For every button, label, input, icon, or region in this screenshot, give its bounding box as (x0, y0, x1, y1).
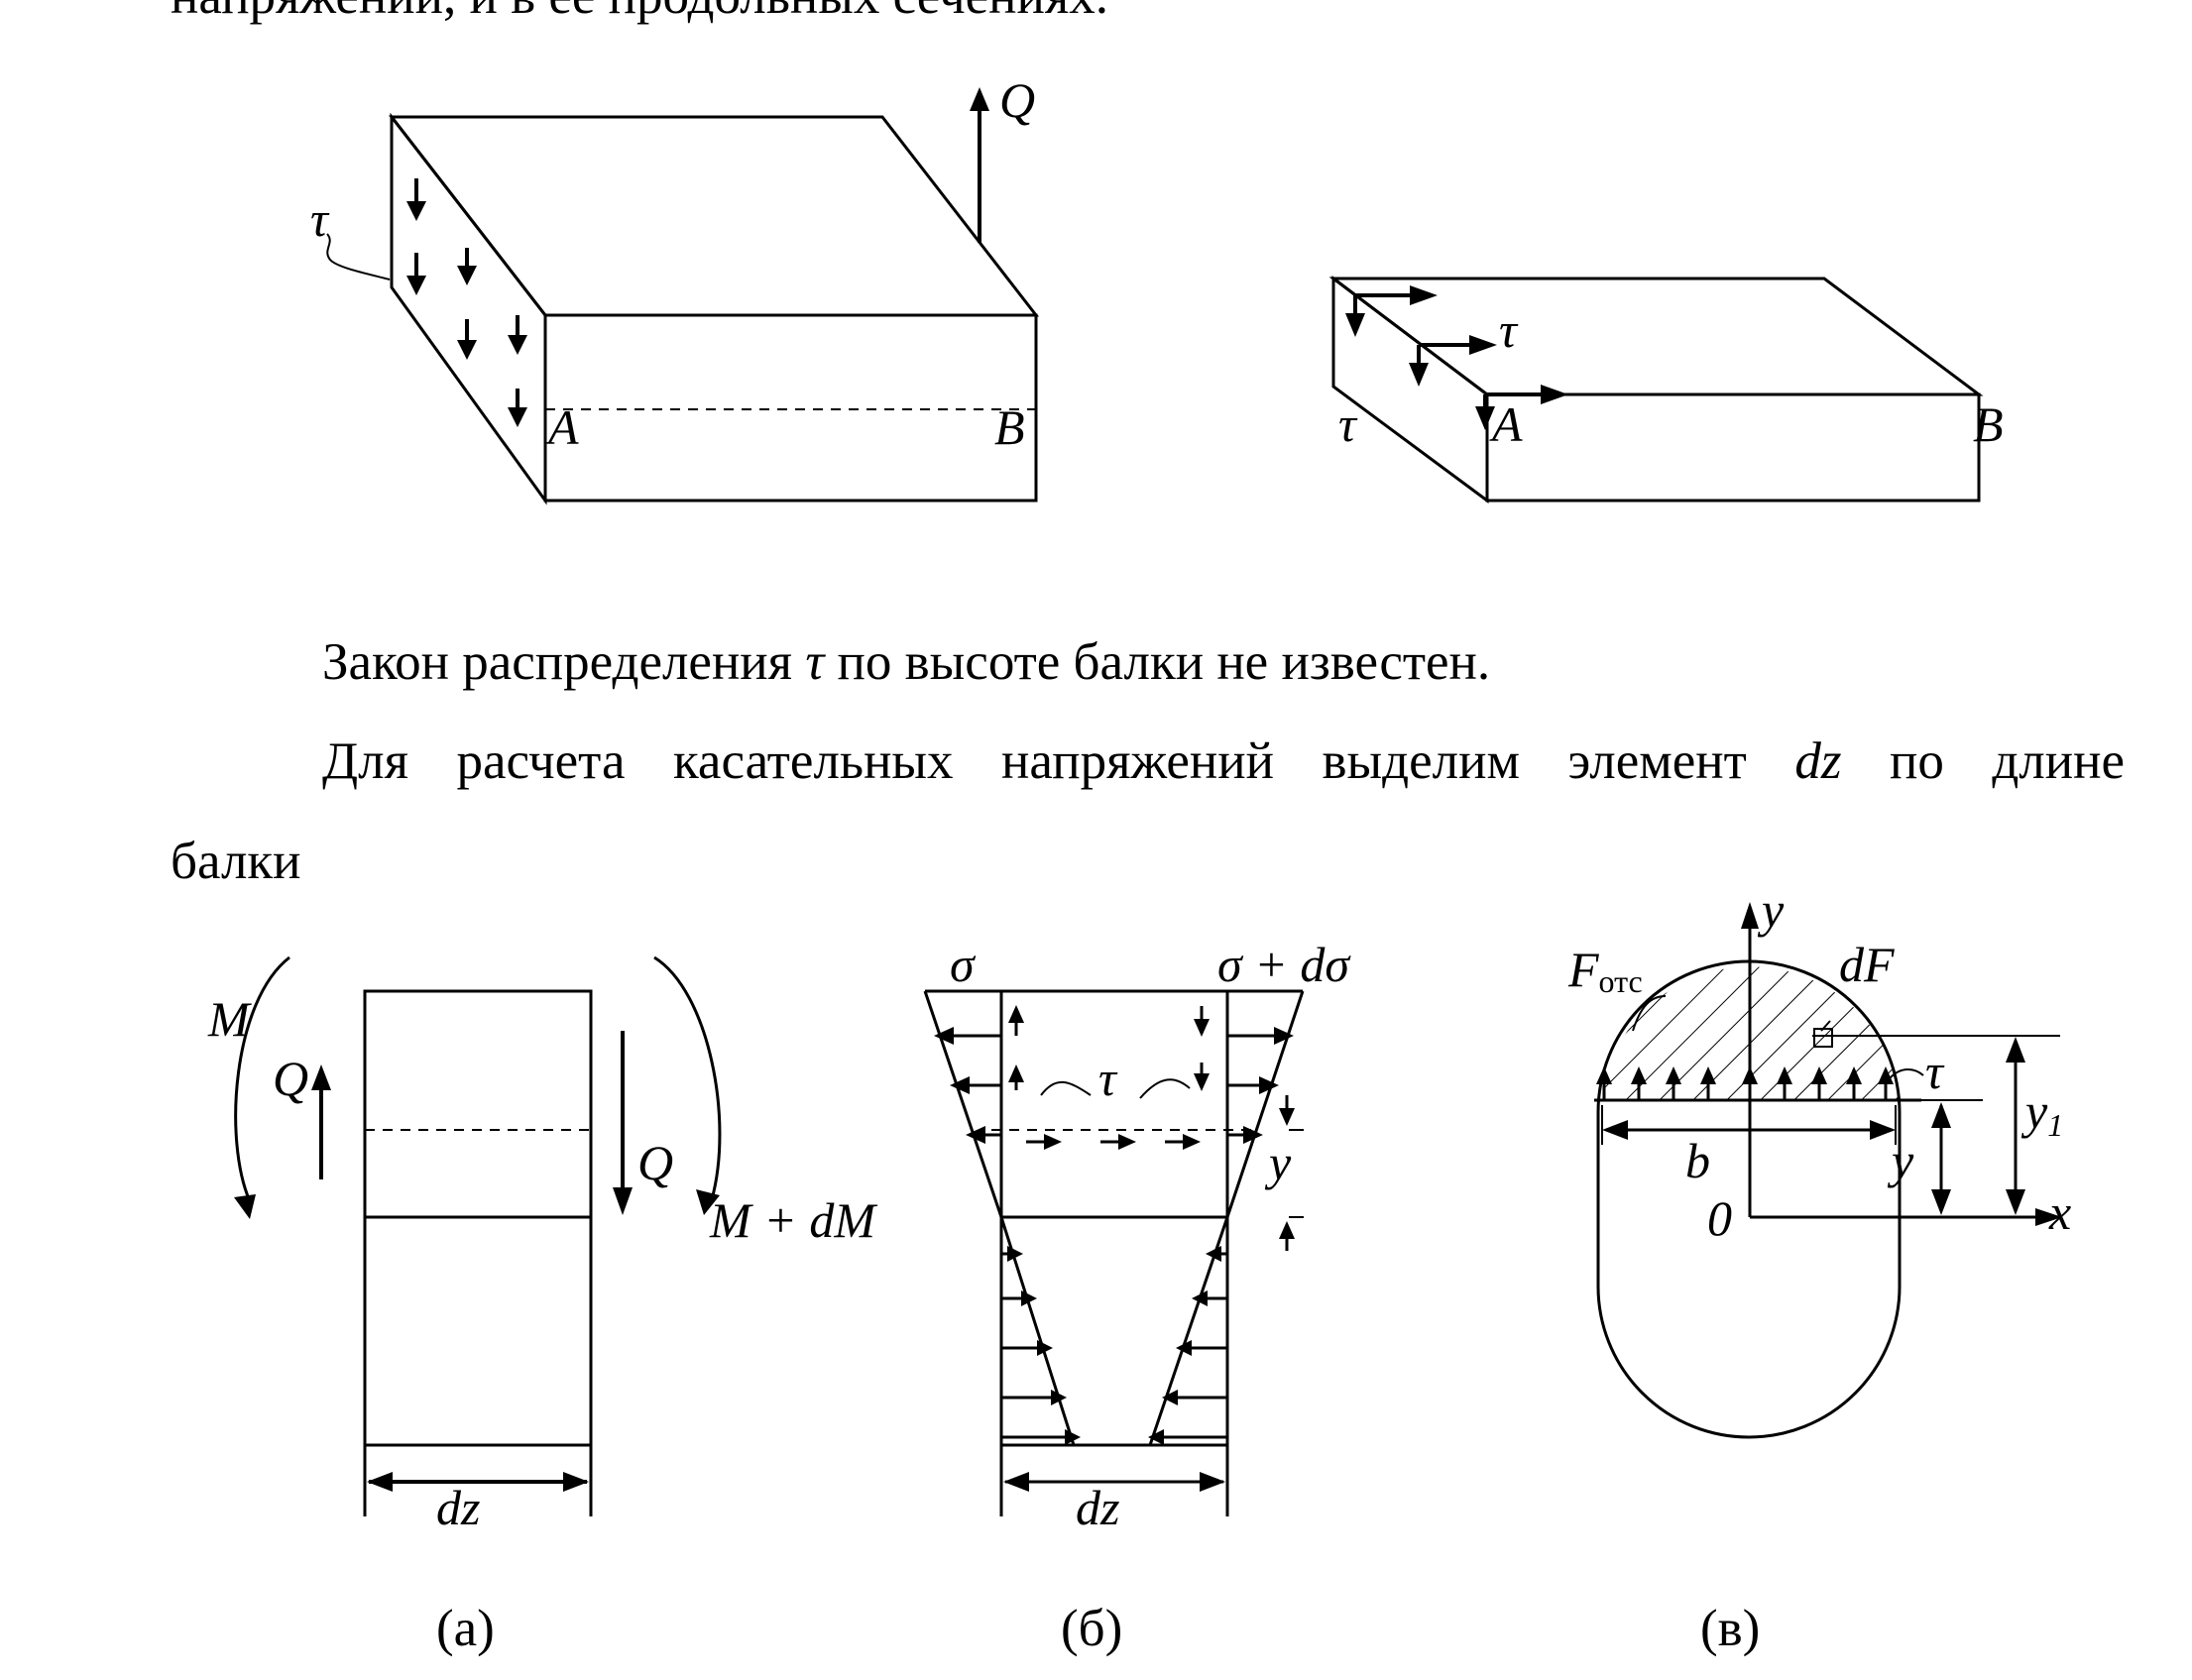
label-A-right: A (1489, 396, 1523, 452)
tau-arrows-right-block (1345, 285, 1568, 430)
label-dF: dF (1839, 937, 1895, 992)
moment-arc-right (653, 955, 722, 1200)
label-F-otc: Fотс (1567, 942, 1643, 999)
label-B-right: B (1973, 396, 2004, 452)
section-outline (1596, 959, 1902, 1439)
beam-block-right (1328, 275, 1984, 504)
label-Q-fig-a-right: Q (637, 1135, 673, 1190)
para1-tau: τ (805, 633, 825, 691)
paragraph-tau-law: Закон распределения τ по высоте балки не… (322, 636, 1490, 689)
para1-post: по высоте балки не известен. (824, 633, 1491, 691)
caption-v: (в) (1700, 1600, 1760, 1657)
label-F-sub: отс (1599, 963, 1643, 999)
label-dz-fig-b: dz (1076, 1480, 1119, 1535)
label-tau-top-right: τ (1499, 302, 1519, 358)
tau-arrows-left-face (406, 178, 527, 427)
beam-front-face (543, 313, 1038, 503)
label-tau-right-left: τ (1338, 396, 1358, 452)
para1-pre: Закон распределения (322, 633, 806, 691)
caption-b: (б) (1061, 1600, 1122, 1657)
label-F: F (1567, 942, 1599, 997)
label-y1: y1 (2020, 1083, 2063, 1143)
paragraph-dz-line2: балки (171, 833, 301, 890)
q-arrow-top (970, 87, 989, 243)
label-Q-fig-a-left: Q (273, 1051, 308, 1106)
label-origin: 0 (1707, 1190, 1732, 1246)
sigma-diagram-left (923, 990, 1076, 1446)
label-Q-top: Q (999, 72, 1035, 128)
label-M-dM: M + dM (709, 1192, 877, 1248)
paragraph-dz-line1: Для расчета касательных напряжений выдел… (322, 735, 2125, 788)
para2-dz: dz (1794, 732, 1842, 790)
top-cut-text: напряжений, и в ее продольных сечениях. (171, 0, 1108, 23)
label-y-axis: y (1757, 882, 1785, 938)
label-tau-top-left: τ (310, 191, 330, 247)
label-A-left: A (545, 399, 579, 455)
F-leader (1632, 995, 1667, 1032)
tau-leader-fig-v (1889, 1068, 1924, 1079)
beam-right-front-face (1485, 392, 1981, 503)
moment-arc-left (234, 955, 290, 1202)
label-b: b (1685, 1133, 1710, 1188)
label-sigma: σ (950, 937, 977, 992)
sigma-diagram-right (1148, 990, 1305, 1446)
beam-block-left (326, 112, 1040, 505)
fig-a-arrows (234, 1031, 720, 1492)
fig-b-arrows (934, 1005, 1295, 1492)
beam-top-face (388, 115, 1040, 317)
tau-leader-right (1139, 1078, 1191, 1099)
para2-pre: Для расчета касательных напряжений выдел… (322, 732, 1795, 790)
label-y-fig-v: y (1887, 1133, 1914, 1188)
fig-a-element (234, 955, 722, 1516)
fig-v-arrows (1596, 902, 2062, 1226)
label-tau-fig-v: τ (1925, 1044, 1945, 1099)
label-M: M (207, 991, 252, 1047)
label-y1-sub: 1 (2047, 1107, 2063, 1143)
label-tau-fig-b: τ (1098, 1051, 1118, 1106)
label-y1-main: y (2020, 1083, 2048, 1139)
beam-left-face (390, 112, 547, 505)
caption-a: (а) (436, 1600, 495, 1657)
label-y-fig-b: y (1264, 1135, 1292, 1190)
tau-leader (326, 233, 391, 280)
label-B-left: B (994, 399, 1025, 455)
tau-leader-left (1040, 1080, 1092, 1096)
fig-v-section (1594, 959, 2060, 1439)
label-sigma-dsigma: σ + dσ (1217, 937, 1351, 992)
para2-post: по длине (1841, 732, 2125, 790)
label-dz-fig-a: dz (436, 1480, 480, 1535)
label-x-axis: x (2048, 1184, 2071, 1240)
